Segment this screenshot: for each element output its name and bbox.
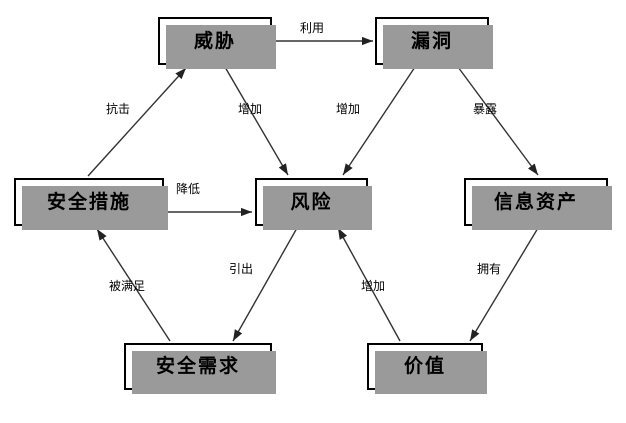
edge-label-safeguard-resists-threat: 抗击 <box>106 102 131 116</box>
edge-label-value-increases-risk: 增加 <box>361 279 386 293</box>
node-label-value: 价值 <box>403 355 446 377</box>
edge-value-increases-risk <box>337 227 401 342</box>
edge-label-risk-elicits-requirement: 引出 <box>229 262 254 276</box>
node-vulnerability[interactable]: 漏洞 <box>375 17 493 69</box>
edge-label-threat-exploits-vulnerability: 利用 <box>300 21 325 35</box>
node-risk[interactable]: 风险 <box>255 178 372 230</box>
edge-label-requirement-satisfies-safeguard: 被满足 <box>109 279 146 293</box>
node-value[interactable]: 价值 <box>367 343 487 394</box>
edge-vulnerability-exposes-asset <box>457 66 539 176</box>
edge-threat-increases-risk <box>224 66 289 176</box>
edge-safeguard-resists-threat <box>87 67 187 177</box>
edge-label-vulnerability-increases-risk: 增加 <box>336 102 361 116</box>
node-label-threat: 威胁 <box>193 29 236 52</box>
node-label-asset: 信息资产 <box>493 190 578 213</box>
edge-vulnerability-increases-risk <box>342 66 416 176</box>
edge-label-vulnerability-exposes-asset: 暴露 <box>473 102 498 116</box>
edge-requirement-satisfies-safeguard <box>96 228 171 342</box>
node-requirement[interactable]: 安全需求 <box>124 343 276 394</box>
node-label-risk: 风险 <box>290 190 333 213</box>
node-label-vulnerability: 漏洞 <box>410 29 453 52</box>
edge-label-safeguard-reduces-risk: 降低 <box>176 182 201 196</box>
node-label-safeguard: 安全措施 <box>46 190 131 213</box>
edge-asset-owns-value <box>469 227 539 342</box>
node-asset[interactable]: 信息资产 <box>464 178 612 230</box>
edge-label-threat-increases-risk: 增加 <box>238 102 263 116</box>
node-threat[interactable]: 威胁 <box>158 17 276 69</box>
edge-label-asset-owns-value: 拥有 <box>477 262 502 276</box>
node-label-requirement: 安全需求 <box>155 355 240 377</box>
node-safeguard[interactable]: 安全措施 <box>14 178 168 230</box>
edge-risk-elicits-requirement <box>232 227 298 342</box>
